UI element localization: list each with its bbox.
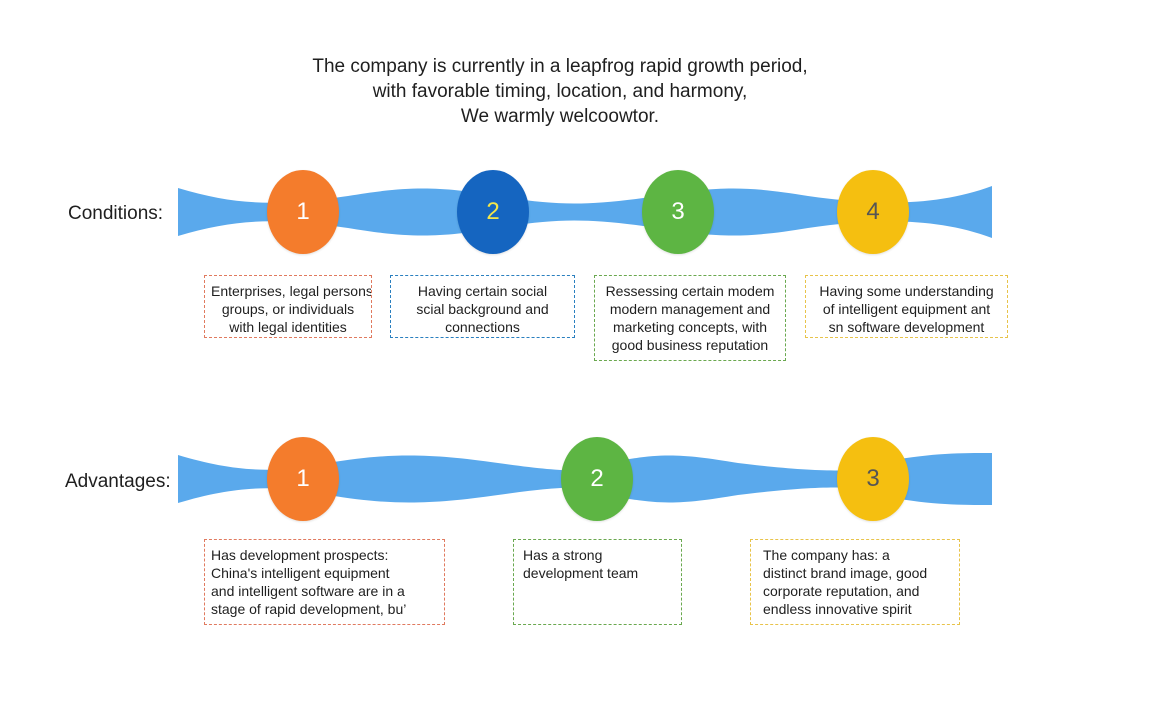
advantage-box-3-line-1: The company has: a (763, 547, 890, 563)
condition-box-4: Having some understanding of intelligent… (805, 275, 1008, 338)
condition-box-2-line-1: Having certain social (417, 283, 548, 299)
advantage-box-3-line-2: distinct brand image, good (763, 565, 928, 581)
advantage-box-1-line-3: and intelligent software are in a (211, 583, 405, 599)
condition-node-1: 1 (267, 170, 339, 254)
condition-node-3: 3 (642, 170, 714, 254)
advantage-box-1: Has development prospects: China's intel… (204, 539, 445, 625)
condition-node-4: 4 (837, 170, 909, 254)
condition-box-1-line-3: with legal identities (229, 319, 347, 335)
condition-box-2-line-2: scial background and (416, 301, 549, 317)
advantage-box-1-line-4: stage of rapid development, bu’ (211, 601, 407, 617)
advantage-node-3: 3 (837, 437, 909, 521)
advantage-box-2-line-2: development team (523, 565, 639, 581)
conditions-ribbon (178, 186, 992, 238)
condition-box-1-line-2: groups, or individuals (221, 301, 355, 317)
advantage-box-1-line-1: Has development prospects: (211, 547, 389, 563)
condition-box-1: Enterprises, legal persons, groups, or i… (204, 275, 372, 338)
condition-box-2: Having certain social scial background a… (390, 275, 575, 338)
headline: The company is currently in a leapfrog r… (0, 54, 1120, 129)
advantage-box-2-line-1: Has a strong (523, 547, 603, 563)
headline-line-2: with favorable timing, location, and har… (372, 81, 748, 102)
headline-line-1: The company is currently in a leapfrog r… (312, 56, 808, 77)
condition-node-2-number: 2 (486, 198, 500, 225)
condition-box-3-line-1: Ressessing certain modem (605, 283, 775, 299)
condition-box-3-line-3: marketing concepts, with (612, 319, 768, 335)
advantage-node-1-number: 1 (296, 465, 310, 492)
condition-box-3-line-4: good business reputation (611, 337, 769, 353)
advantages-label: Advantages: (65, 471, 171, 492)
condition-box-2-line-3: connections (445, 319, 520, 335)
condition-node-4-number: 4 (866, 198, 880, 225)
advantage-node-2: 2 (561, 437, 633, 521)
condition-box-4-line-2: of intelligent equipment ant (822, 301, 991, 317)
advantage-box-3: The company has: a distinct brand image,… (750, 539, 960, 625)
condition-node-1-number: 1 (296, 198, 310, 225)
conditions-ribbon-shape (178, 186, 992, 238)
advantage-node-1: 1 (267, 437, 339, 521)
condition-box-3: Ressessing certain modem modern manageme… (594, 275, 786, 361)
condition-box-4-line-1: Having some understanding (819, 283, 994, 299)
headline-line-3: We warmly welcoowtor. (460, 106, 660, 127)
advantage-node-2-number: 2 (590, 465, 604, 492)
advantage-box-3-line-4: endless innovative spirit (763, 601, 912, 617)
advantage-node-3-number: 3 (866, 465, 880, 492)
condition-box-3-line-2: modern management and (609, 301, 771, 317)
condition-box-1-line-1: Enterprises, legal persons, (211, 283, 372, 299)
advantage-box-1-line-2: China's intelligent equipment (211, 565, 390, 581)
conditions-label: Conditions: (68, 203, 164, 224)
condition-box-4-line-3: sn software development (828, 319, 985, 335)
advantage-box-2: Has a strong development team (513, 539, 682, 625)
condition-node-3-number: 3 (671, 198, 685, 225)
condition-node-2: 2 (457, 170, 529, 254)
advantage-box-3-line-3: corporate reputation, and (763, 583, 920, 599)
